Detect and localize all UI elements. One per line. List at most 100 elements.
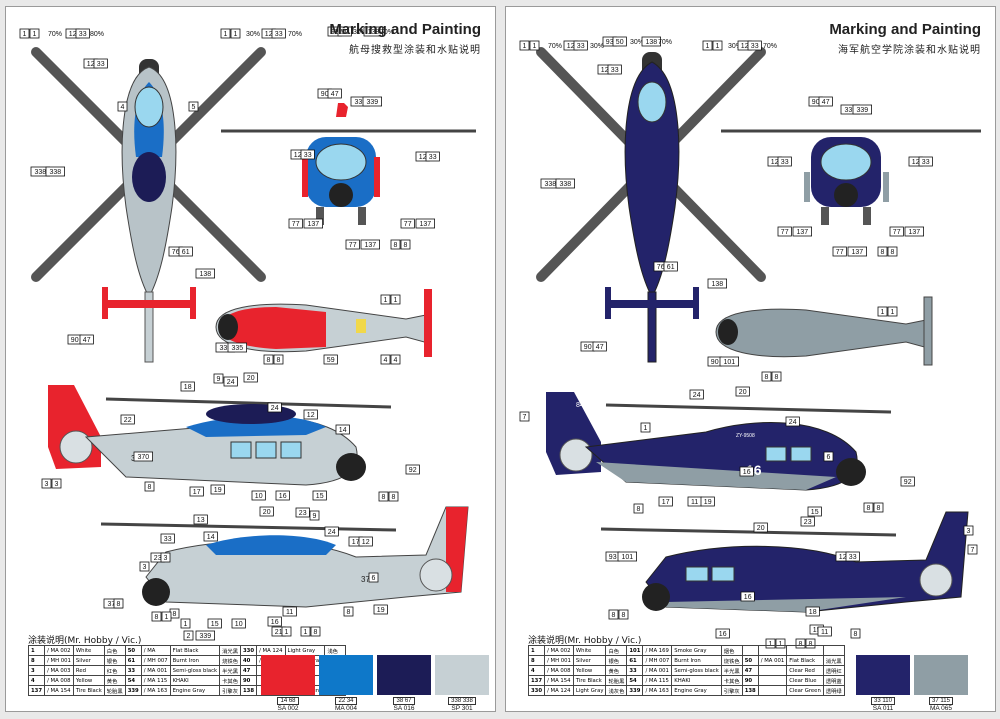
callout-label: 8 [854, 631, 858, 638]
callout-label: 77 [292, 221, 300, 228]
callout-label: 8 [382, 494, 386, 501]
legend-cell: 烧铁色 [219, 655, 241, 666]
callout-label: 70% [380, 29, 394, 36]
callout-label: 30% [353, 29, 367, 36]
callout-label: 1 [779, 641, 783, 648]
legend-cell: / MA 003 [44, 665, 74, 676]
legend-cell: 透明红 [822, 665, 845, 676]
page-subtitle: 航母搜救型涂装和水贴说明 [349, 45, 481, 56]
legend-cell: 半光黑 [720, 665, 743, 676]
callout-label: 77 [404, 221, 412, 228]
callout-box [380, 294, 391, 305]
legend-cell: 54 [626, 675, 644, 686]
callout-label: 7 [971, 547, 975, 554]
legend-cell: 137 [527, 675, 546, 686]
callout-label: 33 [79, 31, 87, 38]
swatch-name: SA 016 [393, 705, 415, 712]
legend-cell: Flat Black [169, 645, 221, 656]
callout-box [295, 507, 310, 518]
callout-box [358, 536, 373, 547]
color-swatch [261, 655, 315, 695]
callout-box [309, 510, 320, 521]
page-title: Marking and Painting [829, 21, 981, 38]
top-view-helicopter [536, 47, 766, 363]
callout-label: 12 [419, 154, 427, 161]
callout-box [805, 606, 820, 617]
callout-label: 17 [352, 539, 360, 546]
callout-box [288, 218, 303, 229]
legend-cell: 轮胎黑 [605, 675, 628, 686]
front-view-helicopter [221, 103, 476, 225]
tail-code: 84106 [576, 402, 596, 409]
callout-label: 59 [327, 357, 335, 364]
callout-label: 77 [349, 242, 357, 249]
callout-label: 61 [182, 249, 190, 256]
callout-box [850, 628, 861, 639]
legend-cell [757, 685, 788, 696]
callout-box [887, 306, 898, 317]
legend-cell: 黄色 [103, 675, 126, 686]
legend-cell: 透明蓝 [822, 675, 845, 686]
side-view-helicopter-2 [600, 511, 969, 613]
callout-label: 47 [596, 344, 604, 351]
callout-box [390, 239, 401, 250]
callout-box [161, 611, 172, 622]
callout-box [243, 372, 258, 383]
callout-box [877, 306, 888, 317]
callout-box [832, 246, 847, 257]
callout-box [271, 28, 286, 39]
legend-cell: 47 [741, 665, 759, 676]
callout-label: 370 [107, 601, 119, 608]
callout-label: 11 [691, 499, 698, 506]
legend-cell: Engine Gray [671, 685, 722, 696]
callout-label: 4 [394, 357, 398, 364]
callout-label: 3 [164, 555, 168, 562]
legend-cell: 8 [527, 655, 546, 666]
swatch-name: SA 002 [277, 705, 299, 712]
callout-label: 1 [716, 43, 720, 50]
callout-label: 30% [590, 43, 604, 50]
callout-box [963, 525, 974, 536]
callout-box [75, 28, 90, 39]
callout-box [282, 606, 297, 617]
callout-box [345, 239, 360, 250]
legend-cell: 白色 [103, 645, 126, 656]
callout-label: 18 [809, 609, 817, 616]
legend-cell: 消光黑 [219, 645, 241, 656]
swatch-code: 338 338 [448, 697, 476, 705]
callout-label: 138 [367, 29, 379, 36]
callout-label: 33 [304, 152, 312, 159]
callout-label: 33 [429, 154, 437, 161]
callout-box [263, 354, 274, 365]
callout-label: 93 [606, 39, 614, 46]
callout-label: 12 [839, 554, 847, 561]
legend-cell: 8 [27, 655, 46, 666]
callout-box [735, 386, 750, 397]
callout-box [777, 156, 792, 167]
callout-box [904, 226, 925, 237]
window [790, 446, 812, 462]
callout-label: 17 [193, 489, 201, 496]
callout-label: 1 [523, 43, 527, 50]
callout-label: 8 [799, 641, 803, 648]
callout-label: 93 [331, 29, 339, 36]
callout-label: 33 [751, 43, 759, 50]
legend-cell: 透明绿 [822, 685, 845, 696]
legend-cell: Engine Gray [169, 685, 221, 696]
window [230, 441, 252, 459]
callout-label: 70% [48, 31, 62, 38]
callout-label: 90 [321, 91, 329, 98]
legend-cell: Yellow [72, 675, 105, 686]
horizontal-stabilizer [609, 300, 695, 308]
callout-label: 33 [275, 31, 283, 38]
callout-box [519, 40, 530, 51]
callout-label: 20 [263, 509, 271, 516]
callout-box [223, 376, 238, 387]
callout-label: 370 [137, 454, 149, 461]
callout-label: 8 [267, 357, 271, 364]
callout-label: 70% [658, 39, 672, 46]
legend-cell: 黄色 [605, 665, 628, 676]
main-rotor-side [600, 527, 897, 537]
callout-box [747, 40, 762, 51]
